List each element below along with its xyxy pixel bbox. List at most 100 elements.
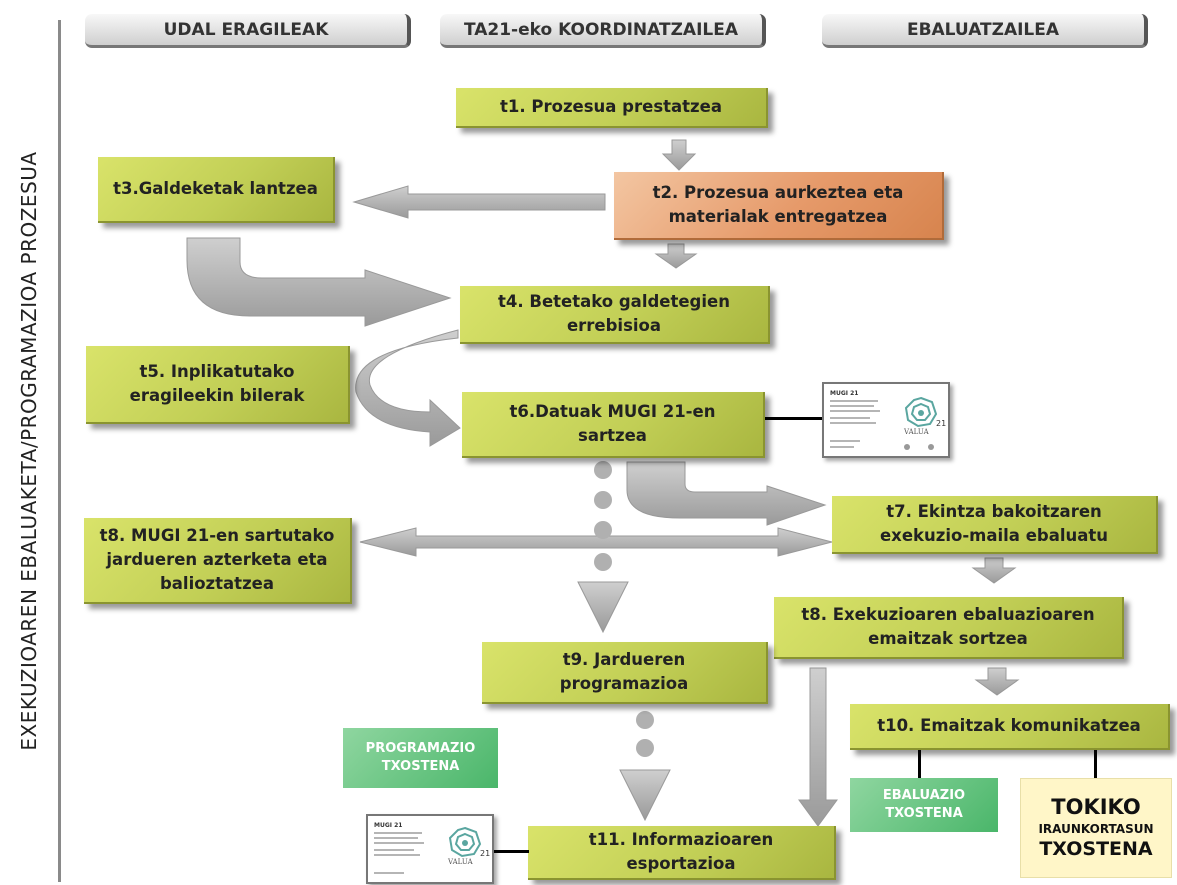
step-t9-line2: programazioa <box>559 674 689 693</box>
step-t4-line2: errebisioa <box>566 316 662 335</box>
text-line <box>374 849 414 851</box>
report-ebaluazio-line2: TXOSTENA <box>885 806 963 821</box>
step-t6: t6.Datuak MUGI 21-en sartzea <box>462 392 765 458</box>
connector-t10-ebaluazio <box>918 750 921 778</box>
text-line <box>374 837 418 839</box>
dot <box>594 553 612 571</box>
step-t6-line1: t6.Datuak MUGI 21-en <box>509 402 716 422</box>
step-t8a: t8. MUGI 21-en sartutako jardueren azter… <box>84 518 352 604</box>
report-programazio: PROGRAMAZIO TXOSTENA <box>343 728 498 788</box>
report-programazio-line2: TXOSTENA <box>381 759 460 774</box>
report-programazio-text: PROGRAMAZIO TXOSTENA <box>366 740 476 776</box>
valuaa-logo-icon: 21 VALUA <box>447 826 490 866</box>
mugi21-thumbnail-top: MUGI 21 21 VALUA <box>822 382 950 458</box>
dot <box>636 711 654 729</box>
report-tokiko-line2: IRAUNKORTASUN <box>1038 822 1154 837</box>
step-t11-line2: esportazioa <box>626 854 736 873</box>
arrow-t4-t6 <box>355 329 461 447</box>
step-t1: t1. Prozesua prestatzea <box>456 88 768 128</box>
step-t1-text: t1. Prozesua prestatzea <box>500 97 722 117</box>
step-t3-text: t3.Galdeketak lantzea <box>113 179 318 199</box>
report-ebaluazio-text: EBALUAZIO TXOSTENA <box>883 787 965 823</box>
step-t7: t7. Ekintza bakoitzaren exekuzio-maila e… <box>832 496 1158 554</box>
step-t8a-line2: jardueren azterketa eta <box>106 550 328 570</box>
header-koordinatzailea: TA21-eko KOORDINATZAILEA <box>440 14 766 48</box>
step-t8a-line1: t8. MUGI 21-en sartutako <box>99 526 335 546</box>
text-line <box>374 842 424 844</box>
arrow-t3-t4 <box>186 237 452 327</box>
step-t3: t3.Galdeketak lantzea <box>98 157 335 223</box>
arrow-t1-t2 <box>661 139 697 171</box>
logo-word: VALUA <box>903 428 930 436</box>
connector-t11-thumb <box>493 850 529 853</box>
step-t5: t5. Inplikatutako eragileekin bilerak <box>86 346 350 424</box>
step-t7-line2: exekuzio-maila ebaluatu <box>879 526 1108 545</box>
step-t8a-line3: balioztatzea <box>159 573 275 593</box>
report-tokiko-line3: TXOSTENA <box>1039 838 1153 861</box>
process-side-label: EXEKUZIOAREN EBALUAKETA/PROGRAMAZIOA PRO… <box>0 20 61 882</box>
report-tokiko: TOKIKO IRAUNKORTASUN TXOSTENA <box>1020 778 1172 878</box>
text-line <box>830 405 874 407</box>
mugi21-thumbnail-title: MUGI 21 <box>374 822 403 829</box>
header-udal-eragileak-text: UDAL ERAGILEAK <box>163 19 329 40</box>
mugi21-thumbnail-title: MUGI 21 <box>830 390 859 397</box>
connector-t10-tokiko <box>1094 750 1097 778</box>
step-t8b-line1: t8. Exekuzioaren ebaluazioaren <box>801 605 1095 625</box>
step-t7-text: t7. Ekintza bakoitzaren exekuzio-maila e… <box>880 500 1108 548</box>
dot <box>594 521 612 539</box>
step-t5-line1: t5. Inplikatutako <box>139 362 295 382</box>
dot <box>594 461 612 479</box>
arrow-t6-t7 <box>626 461 827 526</box>
step-t9: t9. Jardueren programazioa <box>482 642 768 704</box>
step-t8b-line2: emaitzak sortzea <box>868 629 1028 648</box>
step-t2: t2. Prozesua aurkeztea eta materialak en… <box>614 172 944 240</box>
step-t11: t11. Informazioaren esportazioa <box>528 826 836 880</box>
step-t10: t10. Emaitzak komunikatzea <box>850 704 1170 750</box>
step-t2-text: t2. Prozesua aurkeztea eta materialak en… <box>653 181 904 229</box>
step-t8b: t8. Exekuzioaren ebaluazioaren emaitzak … <box>774 597 1124 659</box>
step-t8b-text: t8. Exekuzioaren ebaluazioaren emaitzak … <box>801 603 1094 651</box>
report-ebaluazio-line1: EBALUAZIO <box>882 787 966 803</box>
text-line <box>830 446 854 448</box>
report-programazio-line1: PROGRAMAZIO <box>365 740 476 756</box>
logo-number: 21 <box>480 849 490 858</box>
step-t8a-text: t8. MUGI 21-en sartutako jardueren azter… <box>100 524 335 596</box>
step-t11-text: t11. Informazioaren esportazioa <box>589 828 774 876</box>
logo-number: 21 <box>936 419 946 428</box>
header-koordinatzailea-text: TA21-eko KOORDINATZAILEA <box>463 19 739 40</box>
dot <box>636 739 654 757</box>
text-line <box>374 854 420 856</box>
step-t4-line1: t4. Betetako galdetegien <box>498 292 730 312</box>
text-line <box>830 440 860 442</box>
arrow-t8-t10 <box>974 667 1020 696</box>
step-t5-line2: eragileekin bilerak <box>129 386 305 405</box>
header-ebaluatzailea: EBALUATZAILEA <box>822 14 1148 48</box>
step-t10-text: t10. Emaitzak komunikatzea <box>877 716 1141 736</box>
step-t6-text: t6.Datuak MUGI 21-en sartzea <box>510 400 716 448</box>
arrow-t7-t8 <box>971 557 1017 584</box>
valuaa-logo-icon: 21 VALUA <box>903 396 946 436</box>
arrow-to-t9 <box>577 581 629 634</box>
step-t7-line1: t7. Ekintza bakoitzaren <box>886 502 1102 522</box>
arrow-t8-t11 <box>798 667 838 827</box>
header-udal-eragileak: UDAL ERAGILEAK <box>85 14 411 48</box>
step-t5-text: t5. Inplikatutako eragileekin bilerak <box>130 360 305 408</box>
arrow-t2-t4 <box>654 243 698 269</box>
step-t2-line1: t2. Prozesua aurkeztea eta <box>652 183 904 203</box>
text-line <box>830 400 878 402</box>
step-t6-line2: sartzea <box>578 426 647 445</box>
text-line <box>374 872 404 874</box>
step-t4-text: t4. Betetako galdetegien errebisioa <box>498 290 730 338</box>
step-t9-line1: t9. Jardueren <box>562 650 686 670</box>
dot <box>594 491 612 509</box>
dot <box>928 444 934 450</box>
step-t4: t4. Betetako galdetegien errebisioa <box>460 286 770 344</box>
connector-t6-thumb <box>765 417 823 420</box>
arrow-t2-t3 <box>352 185 606 219</box>
arrow-to-t11 <box>619 769 671 822</box>
text-line <box>830 417 870 419</box>
report-tokiko-line1: TOKIKO <box>1051 794 1141 819</box>
header-ebaluatzailea-text: EBALUATZAILEA <box>906 19 1060 40</box>
step-t2-line2: materialak entregatzea <box>668 207 888 226</box>
